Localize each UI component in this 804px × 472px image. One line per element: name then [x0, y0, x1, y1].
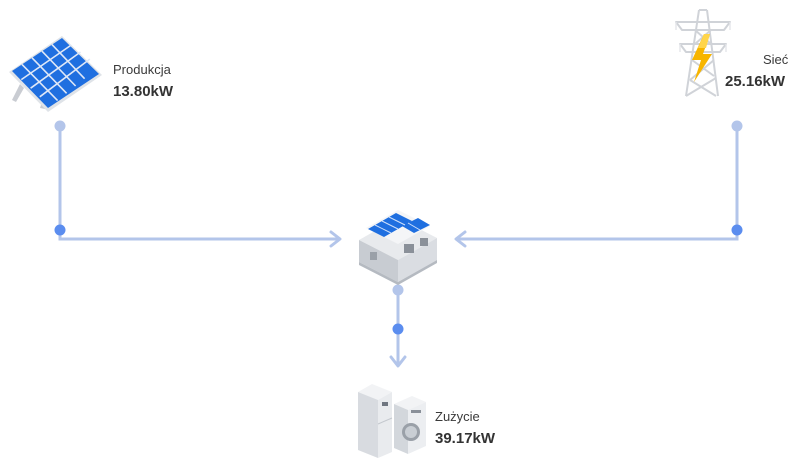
grid-label: Sieć 25.16kW	[725, 52, 788, 91]
consumption-name: Zużycie	[435, 409, 480, 424]
grid-moving-dot	[731, 224, 743, 236]
grid-flow-line	[456, 124, 739, 241]
appliances-icon	[358, 384, 426, 458]
flow-arrows	[329, 230, 467, 368]
production-label: Produkcja 13.80kW	[113, 62, 173, 101]
consumption-value: 39.17kW	[435, 430, 496, 447]
production-start-dot	[54, 120, 66, 132]
consumption-label: Zużycie 39.17kW	[435, 409, 495, 448]
power-pylon-icon	[675, 9, 731, 97]
house-icon	[359, 210, 437, 285]
production-name: Produkcja	[113, 62, 171, 77]
flow-dots	[54, 120, 743, 335]
house-out-dot	[392, 284, 404, 296]
grid-start-dot	[731, 120, 743, 132]
solar-panel-icon	[9, 36, 102, 112]
consumption-moving-dot	[392, 323, 404, 335]
production-flow-line	[58, 124, 340, 241]
grid-name: Sieć	[763, 52, 789, 67]
grid-arrow-head	[454, 230, 467, 248]
production-arrow-head	[329, 230, 342, 248]
production-moving-dot	[54, 224, 66, 236]
consumption-arrow-head	[389, 355, 407, 368]
production-value: 13.80kW	[113, 83, 174, 100]
grid-value: 25.16kW	[725, 73, 786, 90]
